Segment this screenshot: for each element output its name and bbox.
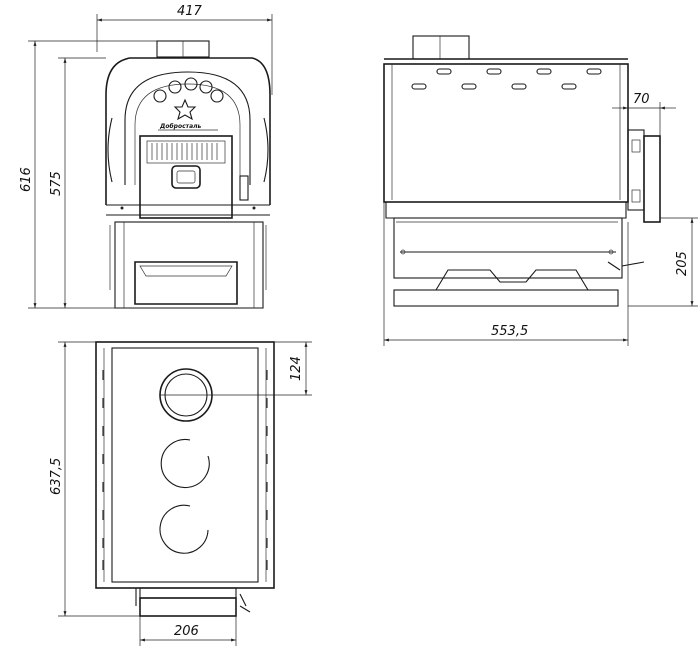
dim-label-front-width: 417	[177, 4, 203, 19]
dim-label-top-width: 206	[174, 624, 199, 639]
dim-front-body-height: 575	[49, 57, 106, 308]
top-view	[95, 341, 275, 617]
side-view	[383, 35, 661, 307]
dim-front-width: 417	[96, 4, 273, 95]
dim-label-side-offset: 70	[633, 92, 650, 107]
dim-front-total-height: 616	[19, 40, 157, 309]
dim-label-front-total-height: 616	[19, 167, 34, 192]
dim-top-width: 206	[139, 616, 237, 646]
dim-side-offset: 70	[612, 92, 676, 136]
dim-top-depth: 637,5	[49, 341, 140, 617]
dim-label-side-height: 205	[675, 251, 690, 276]
dim-top-offset: 124	[160, 341, 312, 396]
dim-label-top-offset: 124	[289, 356, 304, 381]
dim-label-side-depth: 553,5	[491, 324, 528, 339]
dim-label-top-depth: 637,5	[49, 458, 64, 495]
dim-side-height: 205	[628, 217, 698, 307]
dim-side-depth: 553,5	[383, 202, 629, 346]
star-logo-icon	[173, 98, 197, 121]
front-view: Добросталь	[105, 40, 271, 309]
dim-label-front-body-height: 575	[49, 171, 64, 196]
logo-label: Добросталь	[159, 123, 202, 130]
